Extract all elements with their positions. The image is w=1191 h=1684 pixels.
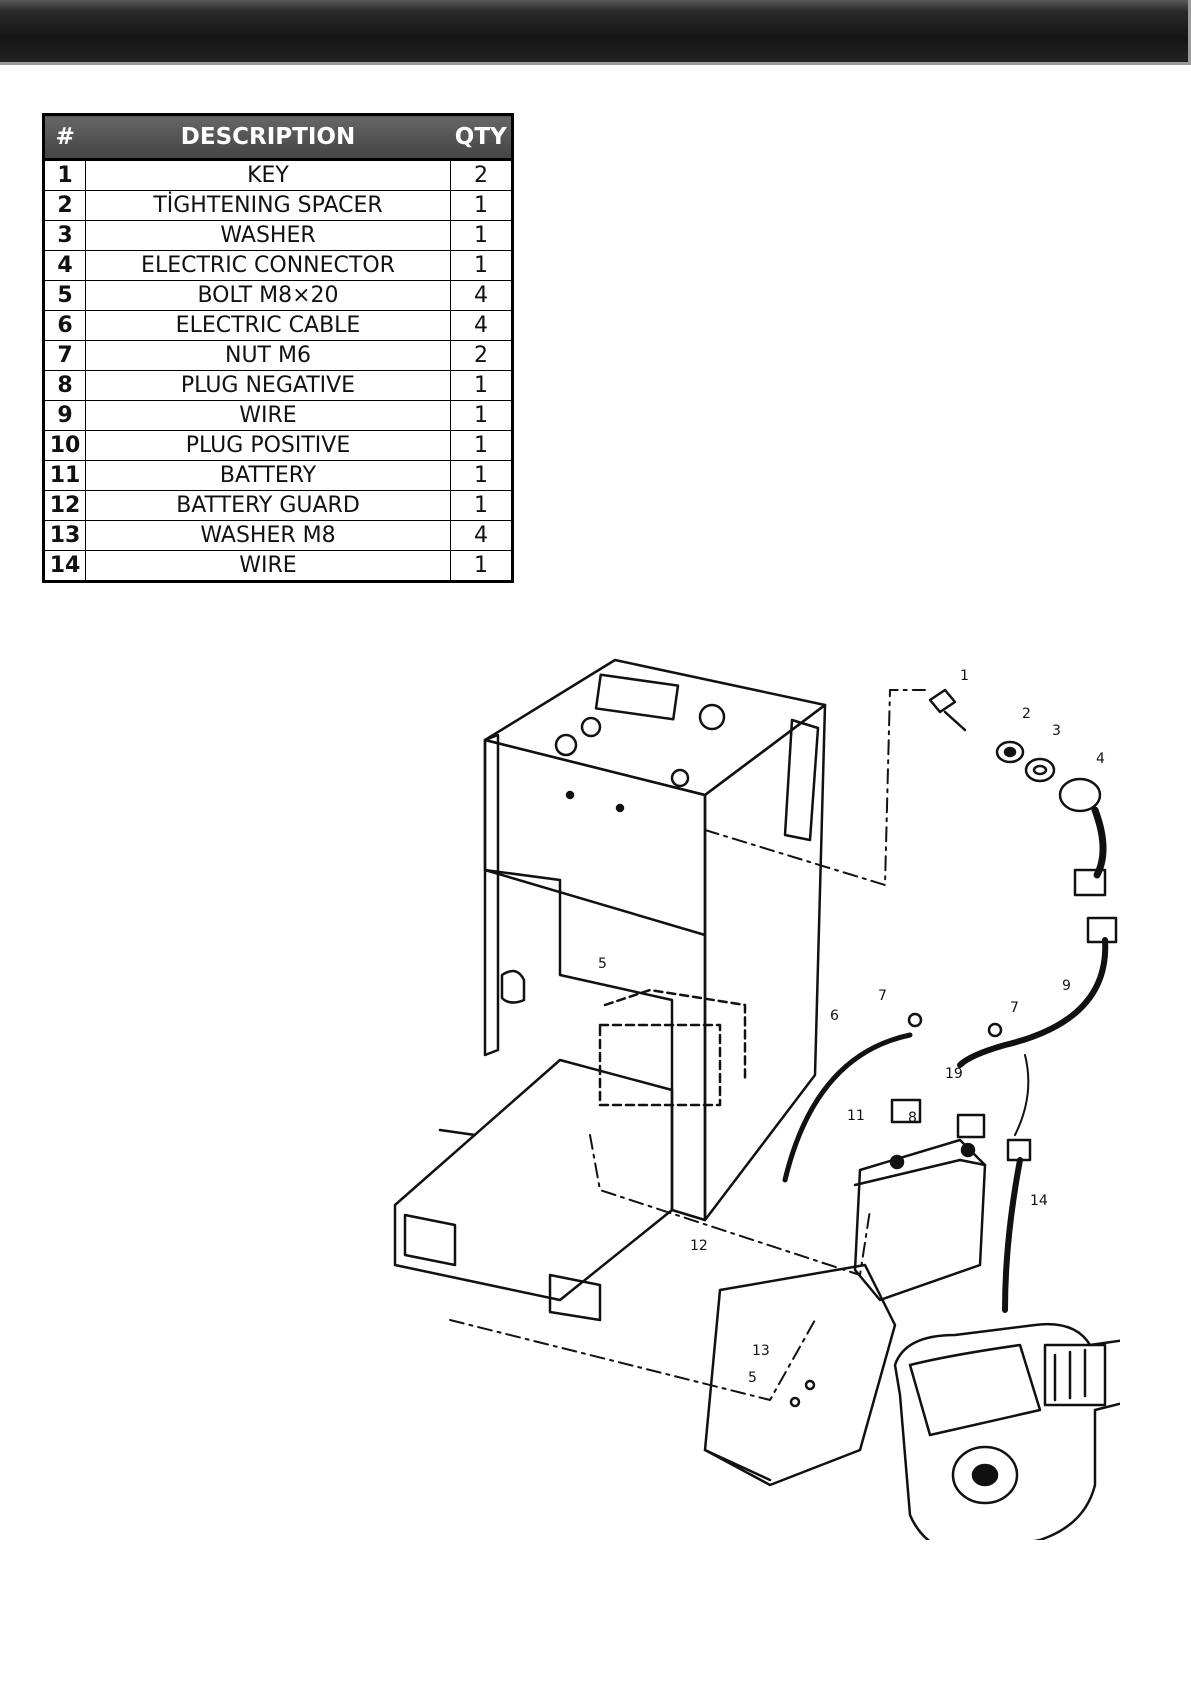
callout-8: 8 (908, 1110, 917, 1126)
wiring-lines (450, 690, 925, 1400)
callout-2: 2 (1022, 706, 1031, 722)
row-description: PLUG POSITIVE (86, 431, 451, 461)
cables-drawing (785, 940, 1105, 1310)
row-number: 2 (44, 191, 86, 221)
row-number: 1 (44, 160, 86, 191)
page-header-bar (0, 0, 1191, 65)
row-description: ELECTRIC CABLE (86, 311, 451, 341)
callout-11: 11 (847, 1108, 865, 1124)
row-description: WIRE (86, 401, 451, 431)
base-platform-drawing (395, 990, 745, 1320)
callout-4: 4 (1096, 751, 1105, 767)
cabinet-drawing (485, 660, 825, 1220)
engine-drawing (895, 1324, 1120, 1540)
row-description: BOLT M8×20 (86, 281, 451, 311)
row-description: BATTERY GUARD (86, 491, 451, 521)
header-number: # (44, 115, 86, 160)
callout-19: 19 (945, 1066, 963, 1082)
row-number: 8 (44, 371, 86, 401)
row-description: WIRE (86, 551, 451, 582)
ignition-parts-drawing (930, 690, 1116, 942)
row-number: 10 (44, 431, 86, 461)
row-number: 12 (44, 491, 86, 521)
row-qty: 1 (451, 401, 513, 431)
row-qty: 1 (451, 551, 513, 582)
row-number: 6 (44, 311, 86, 341)
row-number: 11 (44, 461, 86, 491)
row-qty: 1 (451, 461, 513, 491)
row-qty: 2 (451, 341, 513, 371)
header-qty: QTY (451, 115, 513, 160)
row-description: WASHER M8 (86, 521, 451, 551)
row-qty: 1 (451, 371, 513, 401)
exploded-parts-diagram: 1 2 3 4 5 6 7 7 8 9 11 12 13 5 14 19 (380, 640, 1120, 1540)
parts-table-header-row: # DESCRIPTION QTY (44, 115, 513, 160)
row-qty: 1 (451, 491, 513, 521)
row-qty: 1 (451, 191, 513, 221)
row-qty: 2 (451, 160, 513, 191)
row-qty: 4 (451, 311, 513, 341)
row-number: 3 (44, 221, 86, 251)
row-qty: 1 (451, 251, 513, 281)
callout-3: 3 (1052, 723, 1061, 739)
callout-7b: 7 (1010, 1000, 1019, 1016)
callout-5: 5 (598, 956, 607, 972)
row-qty: 4 (451, 281, 513, 311)
battery-drawing (855, 1100, 985, 1300)
callout-9: 9 (1062, 978, 1071, 994)
callout-14: 14 (1030, 1193, 1048, 1209)
callout-12: 12 (690, 1238, 708, 1254)
row-number: 7 (44, 341, 86, 371)
row-description: PLUG NEGATIVE (86, 371, 451, 401)
callout-1: 1 (960, 668, 969, 684)
row-description: ELECTRIC CONNECTOR (86, 251, 451, 281)
callout-6: 6 (830, 1008, 839, 1024)
row-description: TİGHTENING SPACER (86, 191, 451, 221)
callout-7a: 7 (878, 988, 887, 1004)
row-number: 13 (44, 521, 86, 551)
row-number: 4 (44, 251, 86, 281)
row-description: KEY (86, 160, 451, 191)
row-description: BATTERY (86, 461, 451, 491)
row-number: 14 (44, 551, 86, 582)
row-qty: 4 (451, 521, 513, 551)
battery-guard-drawing (705, 1265, 895, 1485)
header-description: DESCRIPTION (86, 115, 451, 160)
row-number: 9 (44, 401, 86, 431)
row-description: WASHER (86, 221, 451, 251)
callout-5b: 5 (748, 1370, 757, 1386)
row-qty: 1 (451, 431, 513, 461)
row-qty: 1 (451, 221, 513, 251)
callout-13: 13 (752, 1343, 770, 1359)
row-description: NUT M6 (86, 341, 451, 371)
row-number: 5 (44, 281, 86, 311)
